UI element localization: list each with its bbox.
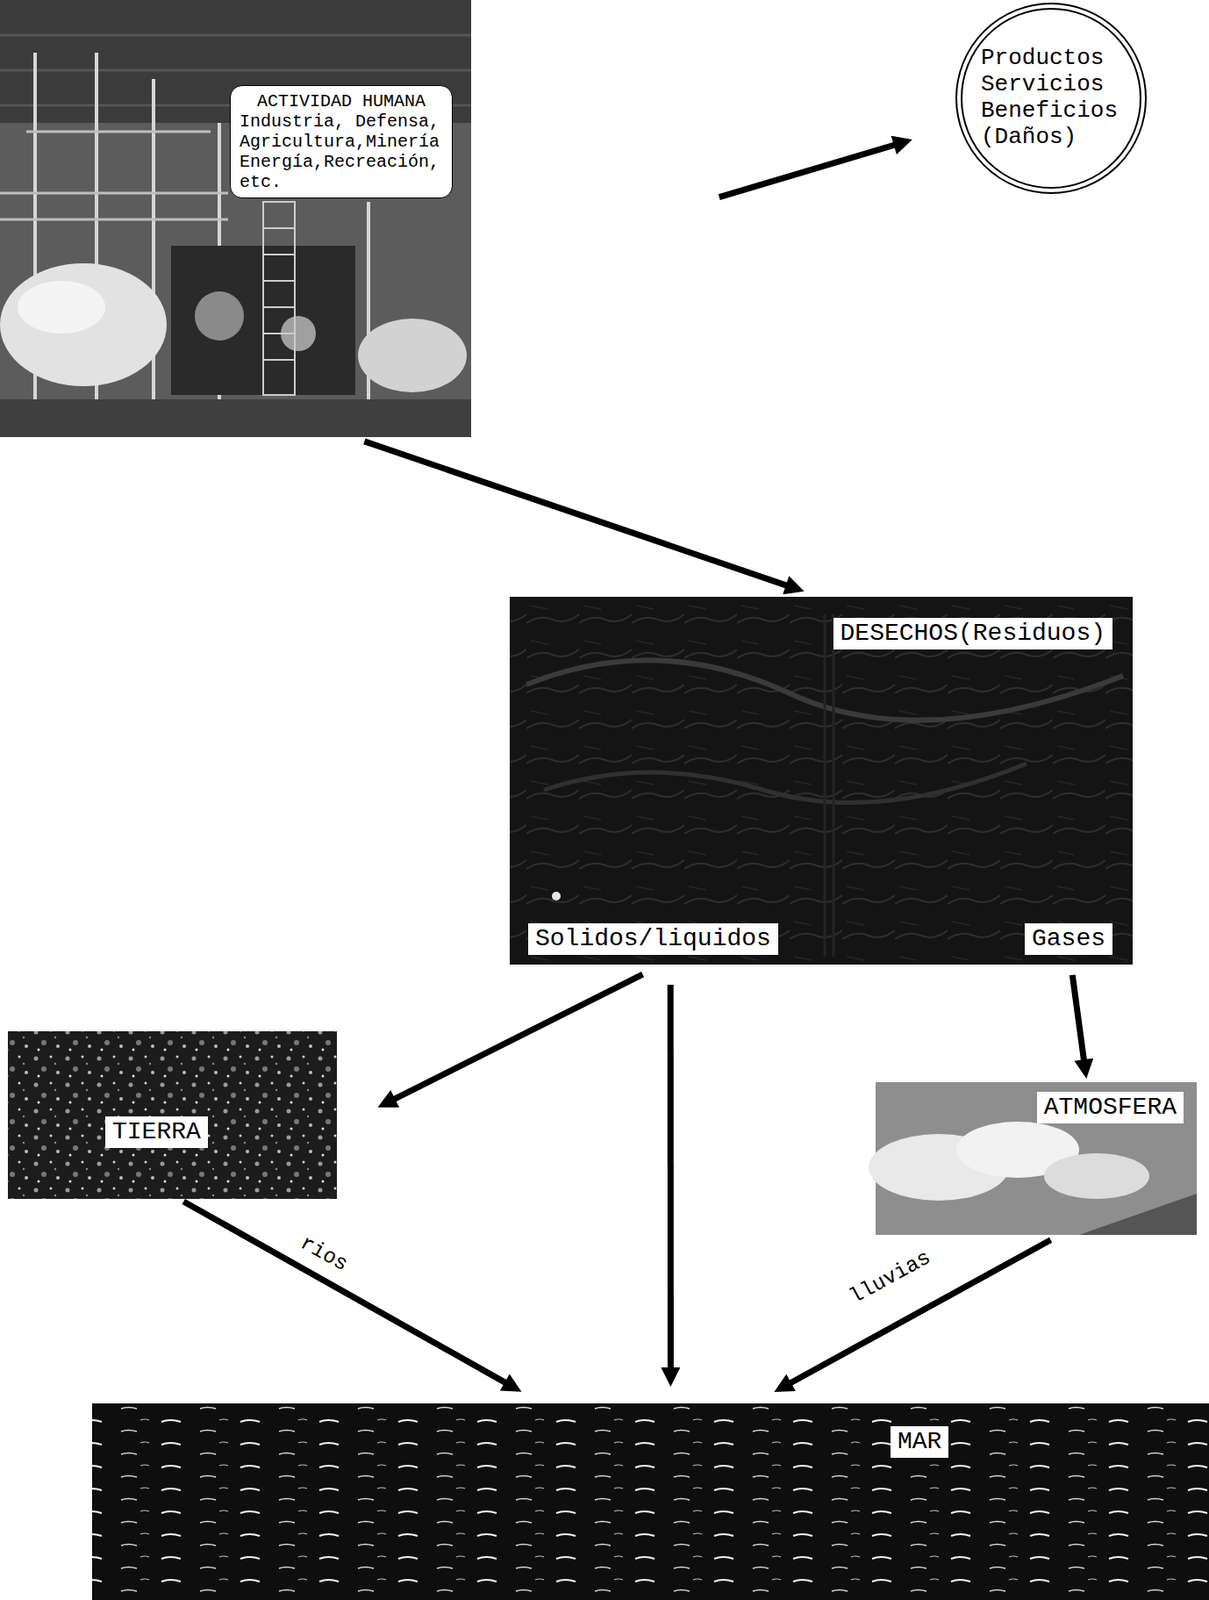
factory-floor [0, 399, 472, 437]
photo-label: MAR [890, 1425, 949, 1458]
label-box: ACTIVIDAD HUMANAIndustria, Defensa, Agri… [229, 85, 453, 199]
tank-highlight [17, 280, 106, 334]
waste-photo [509, 596, 1133, 965]
photo-label: Gases [1024, 922, 1113, 955]
soil-photo [7, 1030, 337, 1199]
photo-label: Solidos/liquidos [528, 922, 779, 955]
sky-photo-node: ATMOSFERA [875, 1081, 1197, 1235]
factory-photo [0, 0, 472, 437]
cloud-shadow [1079, 1193, 1197, 1235]
sea-photo [92, 1402, 1209, 1600]
inner-ring [961, 8, 1141, 188]
factory-tank [357, 318, 467, 393]
heading-text: ACTIVIDAD HUMANA [239, 91, 444, 112]
flow-arrow [364, 441, 795, 588]
flow-arrow [386, 973, 643, 1103]
photo-label: TIERRA [105, 1116, 208, 1148]
edge-label: lluvias [842, 1243, 938, 1311]
label-box: Productos Servicios Beneficios (Daños) [954, 1, 1148, 195]
photo-label: ATMOSFERA [1037, 1091, 1184, 1124]
waste-streak [543, 763, 1027, 803]
flow-arrow [667, 984, 674, 1377]
factory-ladder [263, 201, 295, 395]
sea-photo-node: MAR [92, 1402, 1209, 1600]
circle-text: Productos Servicios Beneficios (Daños) [980, 45, 1122, 151]
waste-divider [824, 614, 834, 957]
body-text: Industria, Defensa, Agricultura,Minería … [239, 111, 444, 193]
outer-ring [956, 3, 1146, 194]
activity-photo: ACTIVIDAD HUMANAIndustria, Defensa, Agri… [0, 0, 472, 437]
photo-label: DESECHOS(Residuos) [833, 617, 1113, 650]
outcome-circle: Productos Servicios Beneficios (Daños) [954, 1, 1148, 195]
factory-rail [0, 131, 229, 220]
flow-arrow [719, 142, 904, 197]
flow-arrow [1072, 974, 1086, 1069]
factory-tank [0, 263, 167, 387]
flow-arrow [782, 1239, 1052, 1388]
flow-arrow [183, 1201, 514, 1387]
ladder-rung [263, 228, 295, 360]
cloud [1044, 1152, 1150, 1199]
edge-label: rios [292, 1229, 355, 1280]
soil-photo-node: TIERRA [7, 1030, 337, 1199]
waste-photo-node: DESECHOS(Residuos) Solidos/liquidos Gases [509, 596, 1133, 965]
factory-valve [194, 291, 244, 341]
waste-glint [551, 891, 561, 901]
